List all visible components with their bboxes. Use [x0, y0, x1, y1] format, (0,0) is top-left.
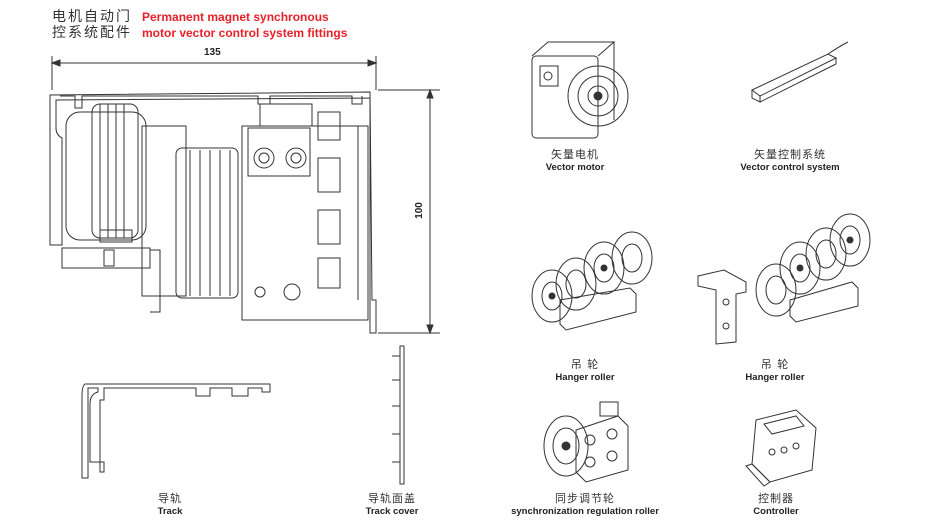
caption-vector-motor: 矢量电机 Vector motor	[520, 148, 630, 174]
caption-cn: 导轨	[158, 492, 182, 505]
caption-en: Track cover	[365, 506, 419, 517]
caption-hanger-roller-2: 吊 轮 Hanger roller	[720, 358, 830, 384]
caption-vector-control-system: 矢量控制系统 Vector control system	[728, 148, 852, 174]
caption-en: Vector motor	[545, 162, 605, 173]
caption-cn: 矢量控制系统	[754, 148, 826, 161]
caption-track: 导轨 Track	[130, 492, 210, 518]
title-en-line2: motor vector control system fittings	[142, 26, 348, 40]
caption-cn: 导轨面盖	[368, 492, 416, 505]
caption-cn: 吊 轮	[760, 358, 790, 371]
caption-hanger-roller-1: 吊 轮 Hanger roller	[530, 358, 640, 384]
caption-cn: 矢量电机	[551, 148, 599, 161]
title-cn-line1: 电机自动门	[52, 9, 132, 25]
title-en-line1: Permanent magnet synchronous	[142, 10, 329, 24]
caption-cn: 同步调节轮	[555, 492, 615, 505]
caption-en: Controller	[753, 506, 799, 517]
caption-en: Track	[157, 506, 183, 517]
caption-sync-roller: 同步调节轮 synchronization regulation roller	[500, 492, 670, 518]
caption-cn: 控制器	[758, 492, 794, 505]
width-dimension: 135	[204, 47, 221, 58]
title-cn-line2: 控系统配件	[52, 25, 132, 41]
caption-cn: 吊 轮	[570, 358, 600, 371]
caption-en: Hanger roller	[555, 372, 615, 383]
caption-en: Hanger roller	[745, 372, 805, 383]
caption-en: Vector control system	[740, 162, 840, 173]
caption-controller: 控制器 Controller	[736, 492, 816, 518]
caption-en: synchronization regulation roller	[511, 506, 659, 517]
caption-track-cover: 导轨面盖 Track cover	[352, 492, 432, 518]
